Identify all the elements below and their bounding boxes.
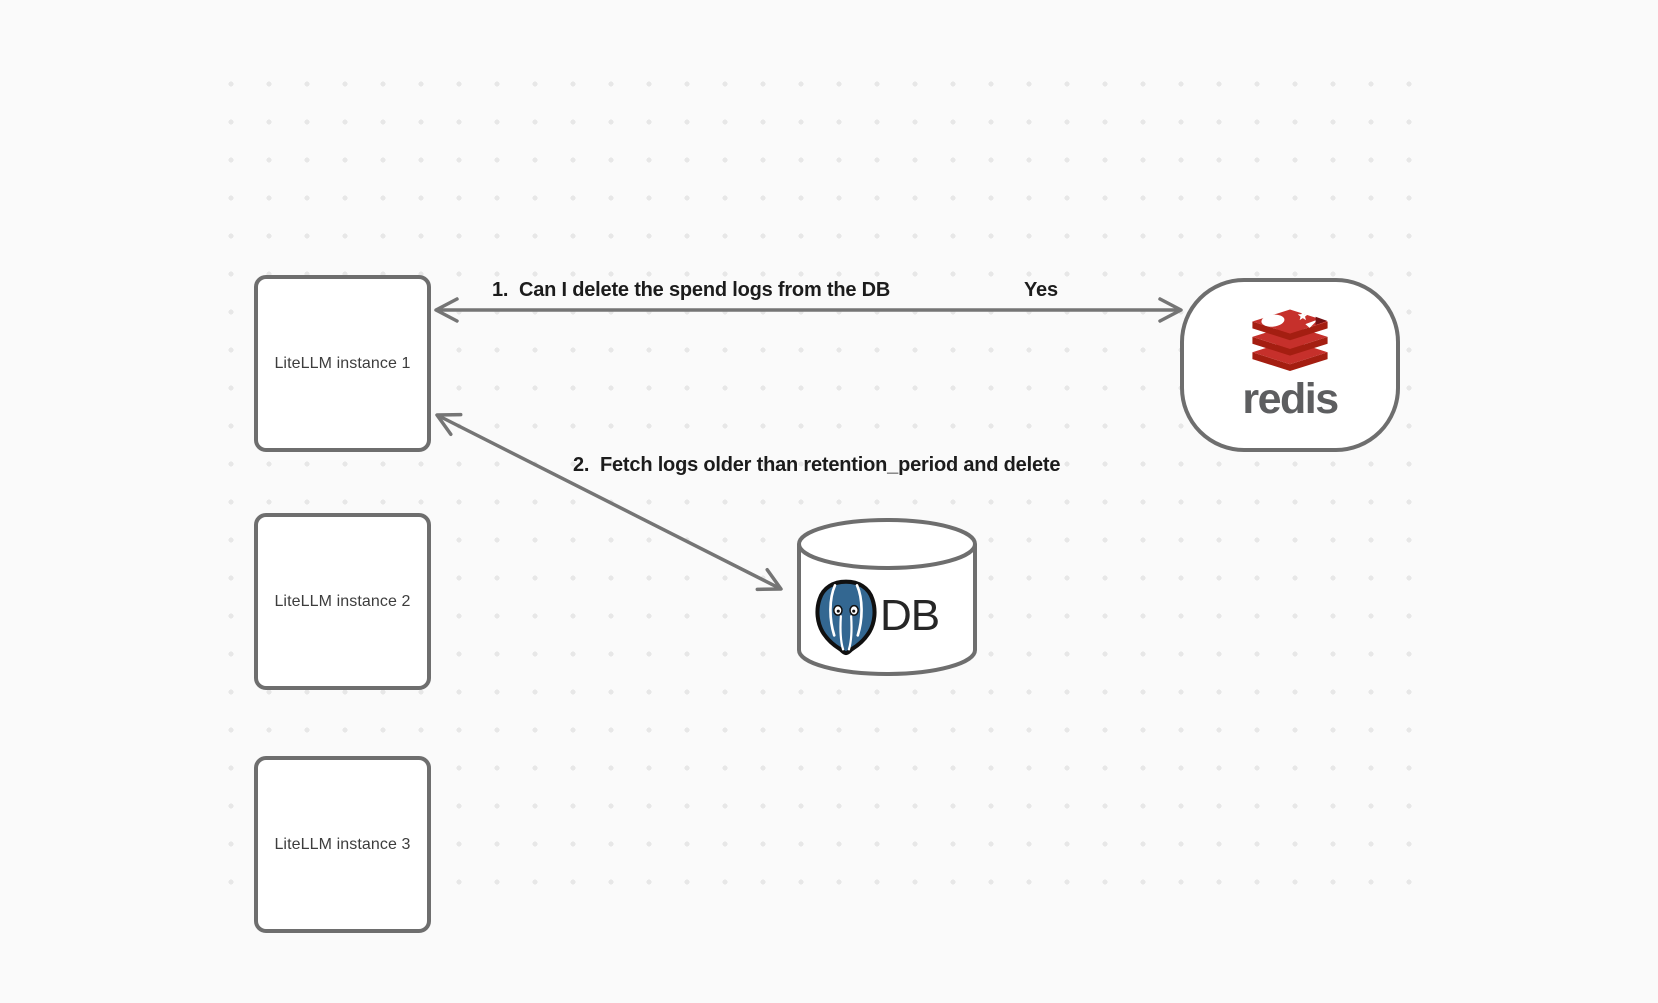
postgresql-elephant-icon — [815, 579, 877, 656]
redis-ellipse-shape — [1261, 314, 1285, 327]
redis-wordmark: redis — [1242, 375, 1339, 423]
arrow-label-step2[interactable]: 2. Fetch logs older than retention_perio… — [573, 454, 1061, 476]
node-label: LiteLLM instance 1 — [274, 354, 411, 372]
dot-grid — [212, 65, 1416, 889]
node-redis[interactable]: redis — [1180, 278, 1400, 452]
arrow-instance1-db[interactable] — [435, 412, 783, 592]
node-label: LiteLLM instance 2 — [274, 592, 411, 610]
arrow-label-yes[interactable]: Yes — [1024, 279, 1058, 301]
db-label: DB — [880, 591, 940, 640]
node-litellm-instance-1[interactable]: LiteLLM instance 1 — [254, 275, 431, 452]
redis-triangle-shape — [1305, 319, 1319, 328]
node-label: LiteLLM instance 3 — [274, 835, 411, 853]
node-litellm-instance-2[interactable]: LiteLLM instance 2 — [254, 513, 431, 690]
redis-star-shape — [1297, 310, 1308, 321]
node-database[interactable]: DB — [795, 514, 979, 680]
redis-notch-shape — [1315, 316, 1328, 325]
node-litellm-instance-3[interactable]: LiteLLM instance 3 — [254, 756, 431, 933]
redis-logo-icon — [1252, 309, 1328, 372]
arrow-label-step1[interactable]: 1. Can I delete the spend logs from the … — [492, 279, 891, 301]
redis-layer-top — [1252, 309, 1328, 341]
